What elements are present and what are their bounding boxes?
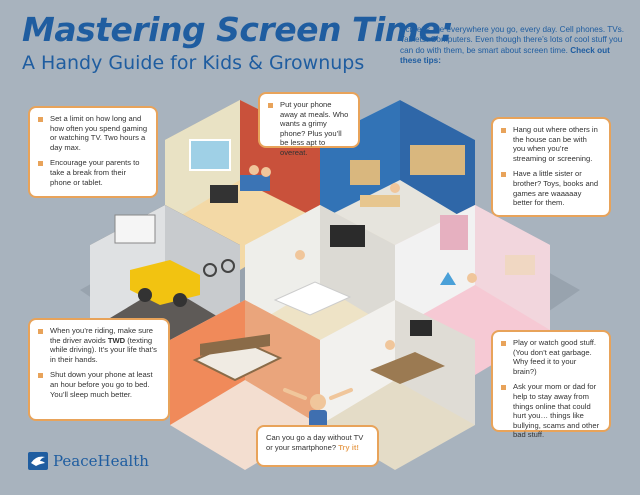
- intro-cta: Check out these tips:: [400, 45, 610, 66]
- tip-card-good-content: Play or watch good stuff. (You don’t eat…: [491, 330, 611, 439]
- challenge-question: Can you go a day without TV or your smar…: [266, 433, 364, 452]
- tip-card-screen-limits: Set a limit on how long and how often yo…: [28, 106, 158, 198]
- tip-card-meals: Put your phone away at meals. Who wants …: [258, 92, 360, 157]
- tip-item: Hang out where others in the house can b…: [501, 125, 601, 163]
- tip-bold-twd: TWD: [107, 335, 126, 345]
- intro-body: Screens are everywhere you go, every day…: [400, 25, 625, 55]
- tip-item: Shut down your phone at least an hour be…: [38, 370, 160, 399]
- intro-text: Screens are everywhere you go, every day…: [400, 25, 625, 67]
- tip-item: Put your phone away at meals. Who wants …: [268, 100, 350, 158]
- tip-item: Have a little sister or brother? Toys, b…: [501, 169, 601, 207]
- dove-icon: [28, 452, 48, 470]
- tip-item: Encourage your parents to take a break f…: [38, 158, 148, 187]
- tip-text: (texting while driving). It’s your life …: [50, 335, 157, 364]
- page-title: Mastering Screen Time:: [22, 10, 454, 49]
- logo-text: PeaceHealth: [53, 452, 149, 470]
- tip-card-challenge: Can you go a day without TV or your smar…: [256, 425, 379, 467]
- tip-item-driving: When you’re riding, make sure the driver…: [38, 326, 160, 364]
- peacehealth-logo: PeaceHealth: [28, 452, 149, 470]
- tip-card-driving-sleep: When you’re riding, make sure the driver…: [28, 318, 170, 421]
- tip-text: When you’re riding, make sure the driver…: [50, 326, 153, 345]
- tip-item: Ask your mom or dad for help to stay awa…: [501, 382, 601, 440]
- page-subtitle: A Handy Guide for Kids & Grownups: [22, 52, 365, 74]
- try-it-text: Try it!: [338, 442, 359, 452]
- tip-item: Set a limit on how long and how often yo…: [38, 114, 148, 152]
- tip-item: Play or watch good stuff. (You don’t eat…: [501, 338, 601, 376]
- tip-card-shared-spaces: Hang out where others in the house can b…: [491, 117, 611, 217]
